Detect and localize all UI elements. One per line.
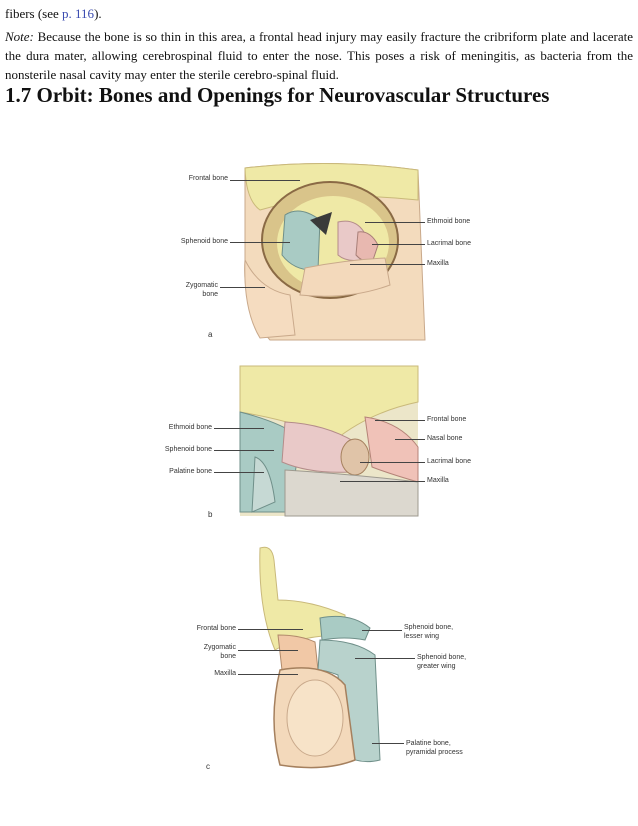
- figure-a: Frontal bone Sphenoid bone Zygomatic bon…: [150, 160, 510, 350]
- fig-a-sublabel: a: [208, 330, 213, 339]
- figure-c-illustration: [259, 546, 381, 769]
- fig-c-label-sphenoid-greater-1: Sphenoid bone,: [417, 654, 467, 661]
- fig-b-leader-sphenoid: [214, 450, 274, 451]
- fig-b-label-palatine: Palatine bone: [169, 468, 212, 475]
- fig-a-leader-lacrimal: [372, 244, 425, 245]
- fig-c-leader-sphenoid-greater: [355, 658, 415, 659]
- note-label: Note:: [5, 29, 34, 44]
- fig-a-label-frontal: Frontal bone: [188, 175, 228, 182]
- fig-a-label-maxilla: Maxilla: [427, 260, 449, 267]
- intro-line: fibers (see p. 116).: [5, 6, 102, 22]
- figure-c: Frontal bone Zygomatic bone Maxilla Sphe…: [150, 540, 510, 780]
- fig-a-leader-frontal: [230, 180, 300, 181]
- fig-c-label-frontal: Frontal bone: [196, 625, 236, 632]
- figure-a-illustration: [244, 162, 426, 341]
- fig-c-label-palatine-1: Palatine bone,: [406, 740, 451, 747]
- fig-c-label-sphenoid-lesser-1: Sphenoid bone,: [404, 624, 454, 631]
- fig-b-leader-ethmoid: [214, 428, 264, 429]
- fig-c-leader-frontal: [238, 629, 303, 630]
- fig-a-label-zygomatic-2: bone: [202, 291, 218, 298]
- fig-c-label-maxilla: Maxilla: [214, 670, 236, 677]
- fig-c-label-zygomatic-1: Zygomatic: [203, 644, 236, 651]
- fig-a-leader-maxilla: [350, 264, 425, 265]
- fig-c-leader-sphenoid-lesser: [362, 630, 402, 631]
- fig-b-label-sphenoid: Sphenoid bone: [164, 446, 212, 453]
- fig-b-label-frontal: Frontal bone: [427, 416, 467, 423]
- fig-c-label-palatine-2: pyramidal process: [406, 749, 463, 756]
- fig-b-label-lacrimal: Lacrimal bone: [427, 458, 471, 465]
- fig-c-leader-maxilla: [238, 674, 298, 675]
- fig-b-leader-nasal: [395, 439, 425, 440]
- fig-a-label-ethmoid: Ethmoid bone: [427, 218, 471, 225]
- note-body: Because the bone is so thin in this area…: [5, 29, 633, 82]
- fig-c-label-sphenoid-greater-2: greater wing: [417, 663, 456, 670]
- fig-b-label-nasal: Nasal bone: [427, 435, 463, 442]
- section-heading: 1.7 Orbit: Bones and Openings for Neurov…: [5, 83, 550, 107]
- fig-c-sublabel: c: [206, 762, 210, 771]
- fig-b-leader-lacrimal: [360, 462, 425, 463]
- fig-a-leader-zygomatic: [220, 287, 265, 288]
- fig-a-label-sphenoid: Sphenoid bone: [180, 238, 228, 245]
- fig-c-leader-zygomatic: [238, 650, 298, 651]
- note-paragraph: Note: Because the bone is so thin in thi…: [5, 27, 633, 84]
- figure-b: Ethmoid bone Sphenoid bone Palatine bone…: [150, 362, 510, 530]
- fig-a-label-lacrimal: Lacrimal bone: [427, 240, 471, 247]
- fig-b-sublabel: b: [208, 510, 213, 519]
- fig-b-leader-maxilla: [340, 481, 425, 482]
- intro-prefix: fibers (see: [5, 6, 63, 21]
- fig-b-label-ethmoid: Ethmoid bone: [168, 424, 212, 431]
- fig-c-label-zygomatic-2: bone: [220, 653, 236, 660]
- fig-b-leader-palatine: [214, 472, 264, 473]
- fig-b-leader-frontal: [375, 420, 425, 421]
- fig-c-leader-palatine: [372, 743, 404, 744]
- fig-c-label-sphenoid-lesser-2: lesser wing: [404, 633, 440, 640]
- figure-b-illustration: [239, 365, 419, 517]
- page-link[interactable]: p. 116: [62, 6, 95, 21]
- fig-a-leader-ethmoid: [365, 222, 425, 223]
- fig-a-label-zygomatic-1: Zygomatic: [185, 282, 218, 289]
- intro-suffix: ).: [94, 6, 102, 21]
- fig-b-label-maxilla: Maxilla: [427, 477, 449, 484]
- fig-a-leader-sphenoid: [230, 242, 290, 243]
